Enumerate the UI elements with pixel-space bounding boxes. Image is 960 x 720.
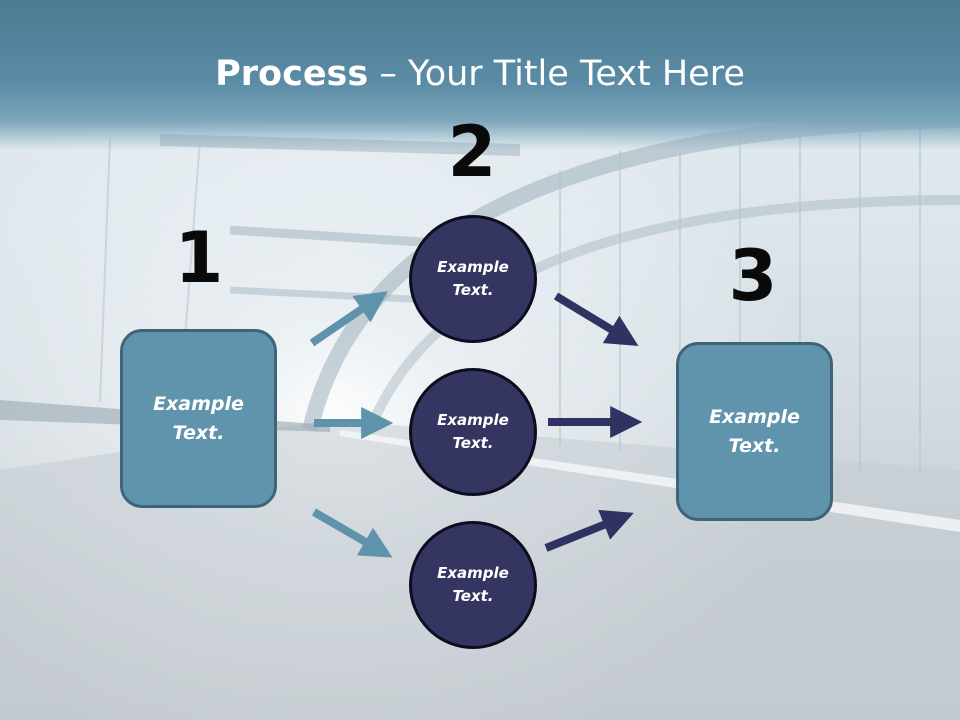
title-bar	[0, 0, 960, 150]
circle-bottom: Example Text.	[409, 521, 537, 649]
step-3-box: Example Text.	[676, 342, 833, 521]
circle-top: Example Text.	[409, 215, 537, 343]
step-number-3: 3	[728, 235, 778, 317]
step-1-label: Example Text.	[153, 392, 244, 444]
circle-bottom-label: Example Text.	[437, 564, 509, 605]
title-rest: – Your Title Text Here	[368, 54, 745, 94]
step-3-label: Example Text.	[709, 405, 800, 457]
circle-middle-label: Example Text.	[437, 411, 509, 452]
circle-top-label: Example Text.	[437, 258, 509, 299]
step-number-1: 1	[174, 217, 224, 299]
step-1-box: Example Text.	[120, 329, 277, 508]
slide-title: Process – Your Title Text Here	[0, 52, 960, 96]
step-number-2: 2	[447, 111, 497, 193]
circle-middle: Example Text.	[409, 368, 537, 496]
title-bold: Process	[215, 54, 369, 94]
